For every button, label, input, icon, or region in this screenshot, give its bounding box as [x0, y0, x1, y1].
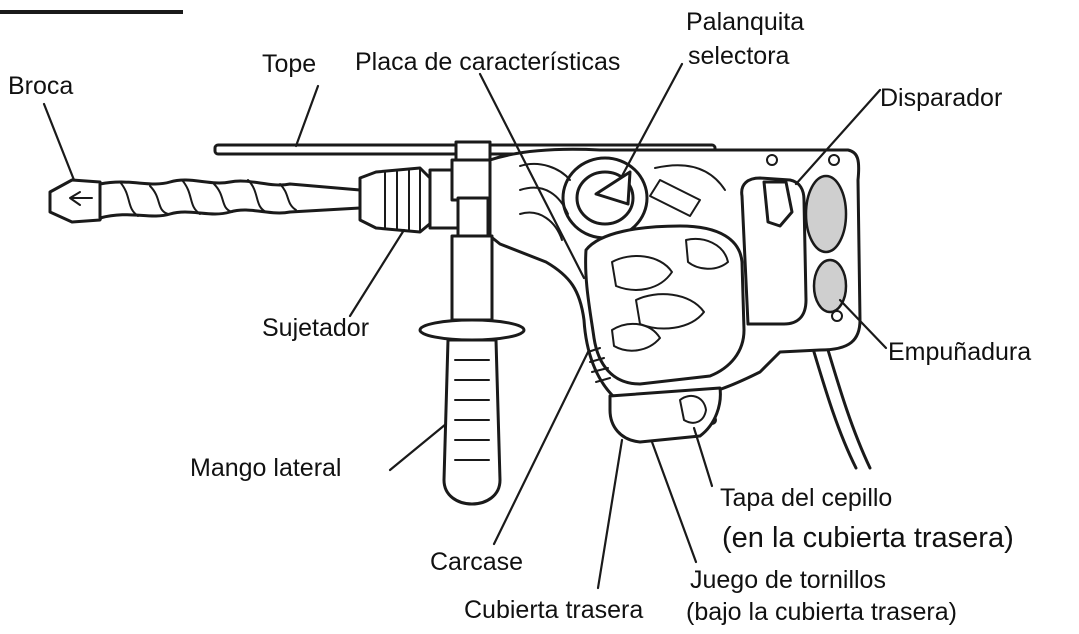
power-cord: [812, 348, 872, 470]
label-en-la-cubierta-trasera: (en la cubierta trasera): [722, 522, 1014, 554]
label-tope: Tope: [262, 50, 317, 78]
label-mango-lateral: Mango lateral: [190, 454, 342, 482]
side-handle: [418, 234, 526, 506]
drill-bit: [48, 178, 362, 224]
label-juego-de-tornillos: Juego de tornillos: [690, 566, 886, 594]
label-palanquita: Palanquita: [686, 8, 805, 36]
housing: [488, 147, 862, 444]
label-carcase: Carcase: [430, 548, 524, 576]
chuck: [358, 166, 460, 234]
clamp-collar: [450, 140, 496, 240]
label-sujetador: Sujetador: [262, 314, 370, 342]
label-empunadura: Empuñadura: [888, 338, 1032, 366]
label-disparador: Disparador: [880, 84, 1003, 112]
leader-lines: [42, 62, 888, 590]
label-broca: Broca: [8, 72, 74, 100]
label-cubierta-trasera: Cubierta trasera: [464, 596, 644, 624]
label-selectora: selectora: [688, 42, 790, 70]
label-tapa-del-cepillo: Tapa del cepillo: [720, 484, 893, 512]
label-placa-de-caracteristicas: Placa de características: [355, 48, 621, 76]
label-bajo-la-cubierta-trasera: (bajo la cubierta trasera): [686, 598, 957, 626]
